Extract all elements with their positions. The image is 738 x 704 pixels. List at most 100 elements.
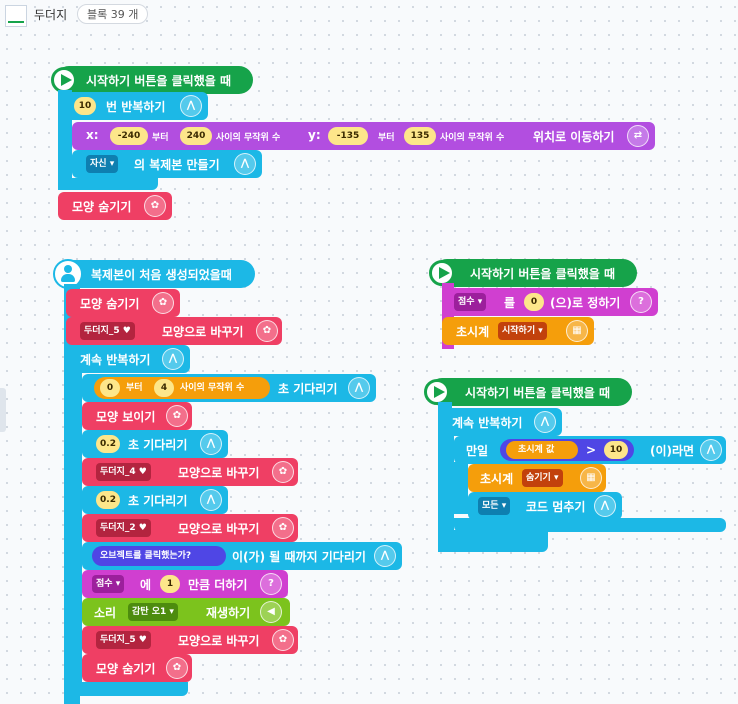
- y-to-value[interactable]: 135: [404, 127, 436, 145]
- forever-c-arm: [66, 370, 82, 695]
- looks-icon: ✿: [272, 461, 294, 483]
- set-variable-block[interactable]: 점수 ▾ 를 0 (으)로 정하기 ?: [442, 288, 658, 316]
- wait-from-value[interactable]: 0: [100, 379, 120, 397]
- shape-dropdown[interactable]: 두더지_5 ♥: [96, 631, 151, 649]
- wait-block[interactable]: 0.2 초 기다리기 ⋀: [82, 486, 228, 514]
- add-variable-block[interactable]: 점수 ▾ 에 1 만큼 더하기 ?: [82, 570, 288, 598]
- shape-dropdown[interactable]: 두더지_2 ♥: [96, 519, 151, 537]
- wait-seconds[interactable]: 0.2: [96, 491, 120, 509]
- random-label: 사이의 무작위 수: [216, 133, 281, 143]
- timer-value-reporter[interactable]: 초시계 값: [506, 441, 578, 459]
- stop-target-dropdown[interactable]: 모든 ▾: [478, 497, 511, 515]
- flow-icon: ⋀: [180, 95, 202, 117]
- wait-block[interactable]: 0.2 초 기다리기 ⋀: [82, 430, 228, 458]
- hat-label: 시작하기 버튼을 클릭했을 때: [86, 74, 232, 88]
- forever-block[interactable]: 계속 반복하기 ⋀: [438, 408, 562, 436]
- repeat-c-arm: [58, 120, 72, 182]
- shape-label: 모양으로 바꾸기: [178, 466, 260, 480]
- timer-action-dropdown[interactable]: 시작하기 ▾: [498, 322, 547, 340]
- shuffle-icon: ⇄: [627, 125, 649, 147]
- hat-label: 시작하기 버튼을 클릭했을 때: [465, 386, 611, 400]
- hide-label: 모양 숨기기: [72, 200, 132, 214]
- timer-action-dropdown[interactable]: 숨기기 ▾: [522, 469, 563, 487]
- wait-seconds[interactable]: 0.2: [96, 435, 120, 453]
- show-block[interactable]: 모양 보이기 ✿: [82, 402, 192, 430]
- flag-icon: [424, 379, 450, 405]
- if-c-arm: [454, 462, 468, 514]
- flow-icon: ⋀: [200, 489, 222, 511]
- from-label: 부터: [152, 133, 169, 143]
- left-edge-tab[interactable]: [0, 388, 6, 432]
- object-thumbnail[interactable]: [5, 5, 27, 27]
- object-name: 두더지: [34, 8, 68, 22]
- flow-icon: ⋀: [348, 377, 370, 399]
- looks-icon: ✿: [152, 292, 174, 314]
- play-label: 재생하기: [206, 606, 251, 620]
- switch-shape-block[interactable]: 두더지_5 ♥ 모양으로 바꾸기 ✿: [82, 626, 298, 654]
- hide-label: 모양 숨기기: [80, 297, 140, 311]
- when-start-hat[interactable]: 시작하기 버튼을 클릭했을 때: [51, 66, 253, 94]
- play-sound-block[interactable]: 소리 감탄 오1 ▾ 재생하기 ◀: [82, 598, 290, 626]
- shape-dropdown[interactable]: 두더지_4 ♥: [96, 463, 151, 481]
- wait-random-block[interactable]: 0 부터 4 사이의 무작위 수 초 기다리기 ⋀: [82, 374, 376, 402]
- switch-shape-block[interactable]: 두더지_2 ♥ 모양으로 바꾸기 ✿: [82, 514, 298, 542]
- add-amount[interactable]: 1: [160, 575, 180, 593]
- forever-label: 계속 반복하기: [452, 416, 523, 430]
- shape-label: 모양으로 바꾸기: [178, 634, 260, 648]
- wait-until-block[interactable]: 오브젝트를 클릭했는가? 이(가) 될 때까지 기다리기 ⋀: [82, 542, 402, 570]
- repeat-label: 번 반복하기: [106, 100, 166, 114]
- from-label: 부터: [126, 383, 143, 393]
- looks-icon: ✿: [272, 629, 294, 651]
- variable-dropdown[interactable]: 점수 ▾: [454, 293, 487, 311]
- timer-block[interactable]: 초시계 시작하기 ▾ ▦: [442, 317, 594, 345]
- clone-target-dropdown[interactable]: 자신 ▾: [86, 155, 119, 173]
- when-start-hat[interactable]: 시작하기 버튼을 클릭했을 때: [429, 259, 637, 287]
- flow-icon: ⋀: [374, 545, 396, 567]
- switch-shape-block[interactable]: 두더지_5 ♥ 모양으로 바꾸기 ✿: [66, 317, 282, 345]
- when-start-hat[interactable]: 시작하기 버튼을 클릭했을 때: [424, 378, 632, 406]
- flow-icon: ⋀: [534, 411, 556, 433]
- make-clone-block[interactable]: 자신 ▾ 의 복제본 만들기 ⋀: [72, 150, 262, 178]
- wait-until-label: 이(가) 될 때까지 기다리기: [232, 550, 366, 564]
- timer-block[interactable]: 초시계 숨기기 ▾ ▦: [468, 464, 606, 492]
- y-label: y:: [308, 128, 321, 142]
- forever-end-cap: [66, 682, 188, 696]
- timer-value-label: 초시계 값: [518, 445, 555, 455]
- hide-block[interactable]: 모양 숨기기 ✿: [58, 192, 172, 220]
- operator-label: >: [586, 443, 597, 457]
- clone-start-hat[interactable]: 복제본이 처음 생성되었을때: [53, 259, 255, 289]
- y-from-value[interactable]: -135: [328, 127, 368, 145]
- set-value[interactable]: 0: [524, 293, 544, 311]
- wait-label: 초 기다리기: [128, 494, 188, 508]
- person-body: [61, 274, 75, 282]
- wait-to-value[interactable]: 4: [154, 379, 174, 397]
- sound-dropdown[interactable]: 감탄 오1 ▾: [128, 603, 178, 621]
- clone-target-value: 자신: [90, 159, 107, 169]
- hide-label: 모양 숨기기: [96, 662, 156, 676]
- hide-block[interactable]: 모양 숨기기 ✿: [66, 289, 180, 317]
- x-from-value[interactable]: -240: [110, 127, 148, 145]
- forever-block[interactable]: 계속 반복하기 ⋀: [66, 345, 190, 373]
- hide-block[interactable]: 모양 숨기기 ✿: [82, 654, 192, 682]
- compare-value[interactable]: 10: [604, 441, 628, 459]
- random-range-pill[interactable]: 0 부터 4 사이의 무작위 수: [94, 377, 270, 399]
- shape-dropdown[interactable]: 두더지_5 ♥: [80, 322, 135, 340]
- repeat-n-block[interactable]: 10 번 반복하기 ⋀: [58, 92, 208, 120]
- stop-code-block[interactable]: 모든 ▾ 코드 멈추기 ⋀: [468, 492, 622, 520]
- looks-icon: ✿: [272, 517, 294, 539]
- switch-shape-block[interactable]: 두더지_4 ♥ 모양으로 바꾸기 ✿: [82, 458, 298, 486]
- repeat-count[interactable]: 10: [74, 97, 96, 115]
- condition-pill[interactable]: 오브젝트를 클릭했는가?: [92, 546, 226, 566]
- flag-icon: [51, 67, 77, 93]
- calc-icon: ▦: [566, 320, 588, 342]
- x-to-value[interactable]: 240: [180, 127, 212, 145]
- shape-label: 모양으로 바꾸기: [162, 325, 244, 339]
- set-label: (으)로 정하기: [550, 296, 621, 310]
- if-block[interactable]: 만일 초시계 값 > 10 (이)라면 ⋀: [454, 436, 726, 464]
- timer-label: 초시계: [480, 472, 514, 486]
- move-random-block[interactable]: x: -240 부터 240 사이의 무작위 수 y: -135 부터 135 …: [72, 122, 655, 150]
- variable-value: 점수: [458, 297, 475, 307]
- compare-condition[interactable]: 초시계 값 > 10: [500, 439, 634, 461]
- flow-icon: ⋀: [162, 348, 184, 370]
- variable-dropdown[interactable]: 점수 ▾: [92, 575, 125, 593]
